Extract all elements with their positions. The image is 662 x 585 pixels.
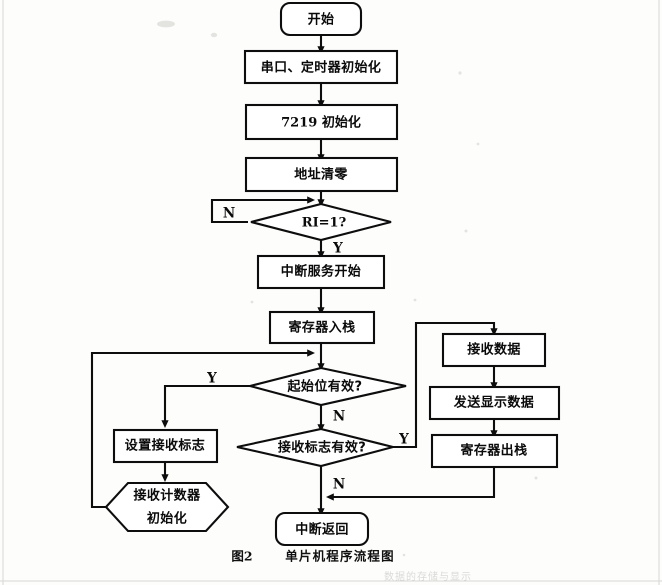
node-isr-return-label: 中断返回 <box>295 522 349 538</box>
node-set-recv-flag: 设置接收标志 <box>112 428 219 464</box>
node-start-label: 开始 <box>308 12 335 28</box>
node-check-start-bit-label: 起始位有效? <box>287 379 363 395</box>
node-check-ri-label: RI=1? <box>302 216 347 231</box>
flow-connectors <box>90 35 498 517</box>
node-check-ri: RI=1? <box>250 202 392 242</box>
branch-label-ri-yes: Y <box>332 241 343 257</box>
node-clear-address-label: 地址清零 <box>294 167 348 183</box>
connector-check-ri-no-loop <box>210 196 316 224</box>
branch-label-start-bit-yes: Y <box>206 371 217 387</box>
node-init-recv-counter: 接收计数器 初始化 <box>104 481 230 533</box>
branch-label-group: N Y Y N Y N <box>206 206 409 493</box>
node-init-serial-timer: 串口、定时器初始化 <box>243 49 399 85</box>
node-init-7219: 7219 初始化 <box>244 103 399 141</box>
node-init-serial-timer-label: 串口、定时器初始化 <box>261 60 382 76</box>
branch-label-recv-flag-no: N <box>333 477 345 493</box>
node-receive-data: 接收数据 <box>441 332 547 368</box>
branch-label-ri-no: N <box>223 206 235 222</box>
connector-recv-flag-yes-to-receive-data <box>392 321 498 449</box>
connector-start-bit-yes-to-set-recv-flag <box>161 384 250 429</box>
node-push-registers: 寄存器入栈 <box>268 310 376 345</box>
connector-pop-registers-to-return-join <box>325 466 496 501</box>
node-check-start-bit: 起始位有效? <box>245 366 407 407</box>
figure-caption-number: 图2 <box>231 549 252 564</box>
node-check-recv-flag: 接收标志有效? <box>236 427 394 468</box>
figure-caption-title: 单片机程序流程图 <box>285 549 395 564</box>
connector-recv-counter-loop-back <box>90 349 316 509</box>
node-send-display-data: 发送显示数据 <box>428 385 561 421</box>
node-init-recv-counter-label-line1: 接收计数器 <box>133 488 201 504</box>
node-pop-registers-label: 寄存器出栈 <box>460 443 527 459</box>
node-receive-data-label: 接收数据 <box>467 342 521 358</box>
node-push-registers-label: 寄存器入栈 <box>288 320 355 336</box>
branch-label-start-bit-no: N <box>333 409 345 425</box>
node-isr-return: 中断返回 <box>274 511 370 547</box>
node-check-recv-flag-label: 接收标志有效? <box>278 440 366 456</box>
node-send-display-data-label: 发送显示数据 <box>453 395 534 411</box>
node-pop-registers: 寄存器出栈 <box>430 433 559 469</box>
node-init-recv-counter-label-line2: 初始化 <box>147 511 187 527</box>
node-init-7219-label: 7219 初始化 <box>281 115 361 131</box>
node-set-recv-flag-label: 设置接收标志 <box>125 438 205 454</box>
page-footer-ghost-text: 数据的存储与显示 <box>384 570 472 583</box>
node-clear-address: 地址清零 <box>244 156 399 193</box>
figure-caption: 图2 单片机程序流程图 数据的存储与显示 <box>231 549 472 584</box>
branch-label-recv-flag-yes: Y <box>398 432 409 448</box>
node-start: 开始 <box>279 1 363 37</box>
node-isr-begin-label: 中断服务开始 <box>281 264 361 280</box>
node-isr-begin: 中断服务开始 <box>256 254 386 290</box>
